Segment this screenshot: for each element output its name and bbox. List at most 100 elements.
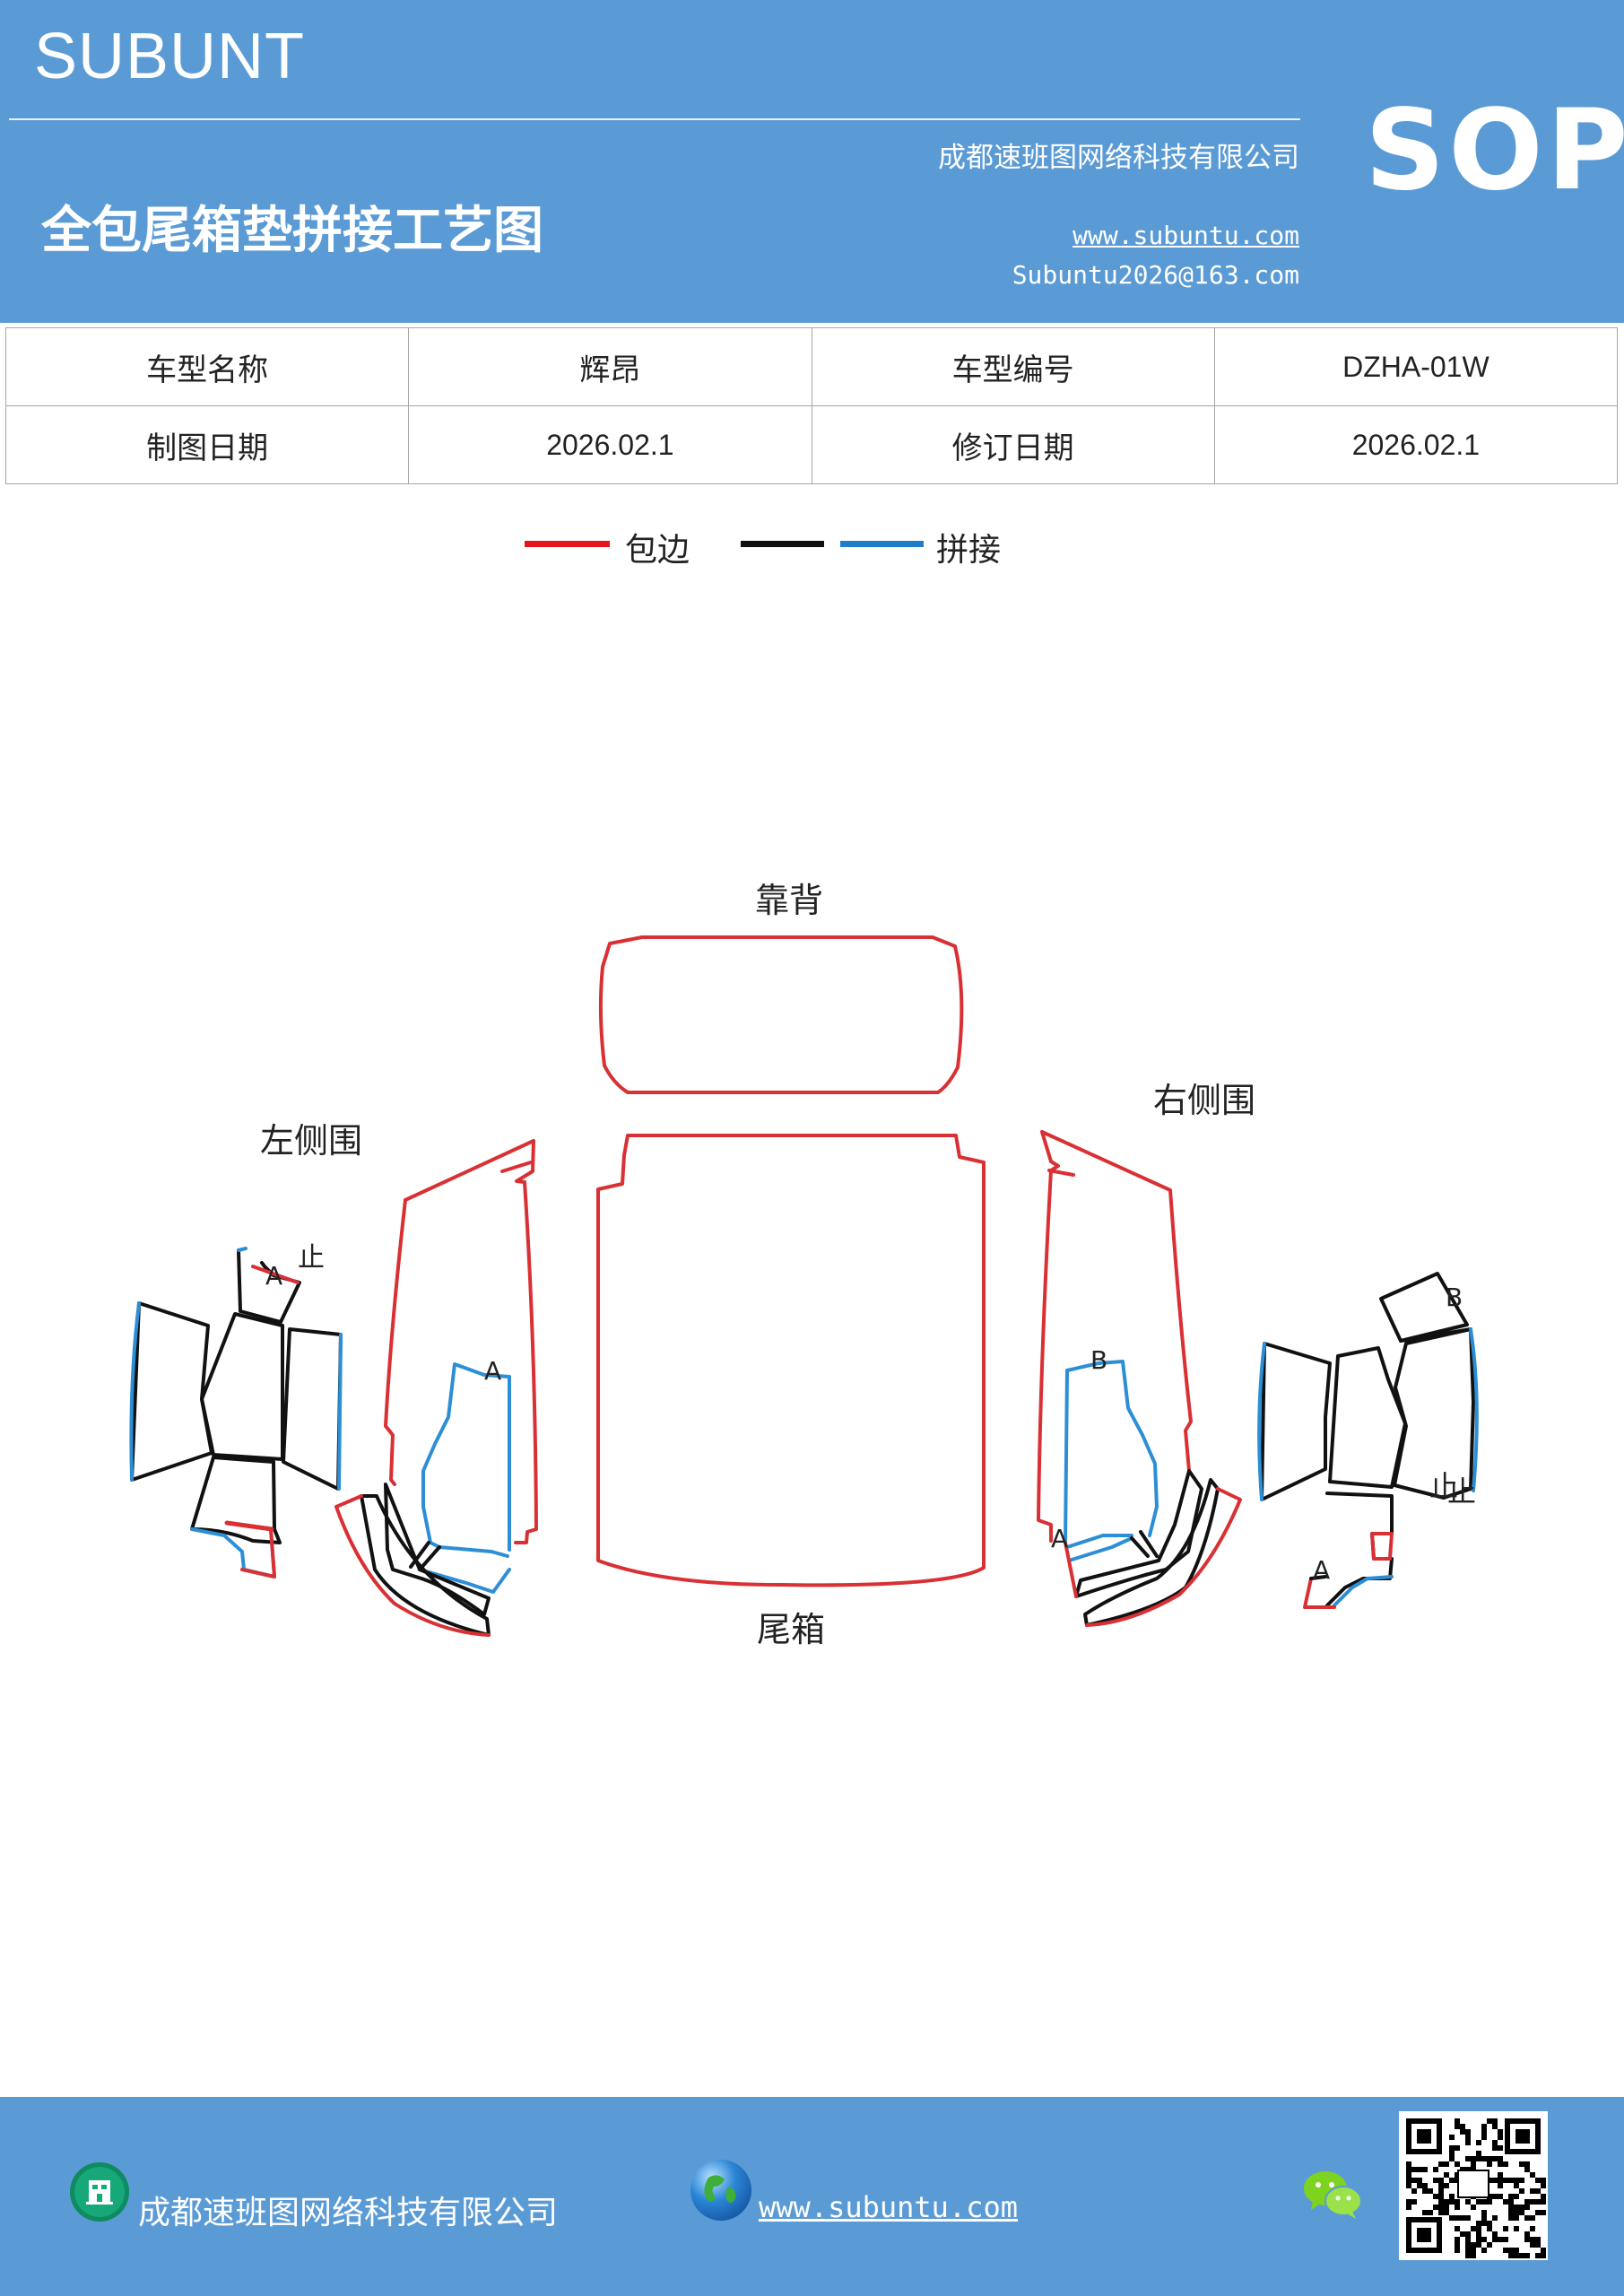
right-edge-wrap [1085,1487,1242,1627]
qr-module [1433,2194,1438,2199]
qr-module [1444,2199,1449,2205]
qr-module [1524,2199,1530,2205]
mark-a: A [1051,1524,1068,1553]
model-code-label: 车型编号 [811,327,1215,406]
qr-module [1498,2145,1503,2151]
left-edge-wrap [334,1494,491,1637]
qr-module [1508,2205,1514,2210]
qr-module [1455,2242,1460,2248]
qr-module [1492,2237,1498,2242]
qr-module [1476,2221,1481,2226]
qr-module [1541,2210,1546,2215]
qr-module [1438,2161,1444,2167]
qr-module [1455,2145,1460,2151]
mark-stop: 止 [298,1242,325,1274]
qr-module [1492,2140,1498,2145]
qr-module [1455,2118,1460,2124]
legend-seam-label: 拼接 [936,532,1002,569]
qr-module [1503,2199,1508,2205]
brand-name: SUBUNT [34,21,306,92]
vehicle-info-table: 车型名称 辉昂 车型编号 DZHA-01W 制图日期 2026.02.1 修订日… [4,327,1619,484]
qr-module [1498,2178,1503,2183]
qr-module [1492,2124,1498,2129]
qr-module [1476,2231,1481,2237]
qr-module [1444,2183,1449,2188]
left-piece-left [130,1301,213,1482]
left-side-wall [404,1139,538,1544]
qr-module [1503,2237,1508,2242]
qr-module [1487,2226,1492,2231]
qr-module [1460,2215,1465,2221]
document-title: 全包尾箱垫拼接工艺图 [41,202,543,260]
qr-module [1438,2188,1444,2194]
qr-module [1514,2253,1519,2258]
qr-module [1498,2172,1503,2178]
qr-module [1519,2161,1524,2167]
qr-module [1535,2253,1541,2258]
trunk-label: 尾箱 [757,1610,825,1649]
mark-a: A [484,1356,501,1386]
mark-b: B [1446,1283,1463,1312]
qr-module [1422,2188,1428,2194]
table-row: 车型名称 辉昂 车型编号 DZHA-01W [4,327,1619,406]
wechat-icon[interactable] [1302,2167,1365,2221]
qr-module [1503,2178,1508,2183]
qr-module [1422,2183,1428,2188]
qr-module [1471,2226,1476,2231]
qr-module [1530,2172,1535,2178]
qr-module [1476,2140,1481,2145]
qr-module [1492,2178,1498,2183]
backrest-label: 靠背 [755,881,823,920]
backrest-panel [598,935,964,1094]
qr-module [1465,2156,1471,2161]
qr-module [1541,2178,1546,2183]
qr-module [1541,2199,1546,2205]
qr-module [1481,2221,1487,2226]
footer-website-link[interactable]: www.subuntu.com [759,2190,1018,2224]
qr-module [1487,2118,1492,2124]
mark-stop: 止 [1429,1469,1458,1503]
qr-module [1514,2248,1519,2253]
legend-seam-black-swatch [741,541,824,547]
qr-module [1508,2210,1514,2215]
table-row: 制图日期 2026.02.1 修订日期 2026.02.1 [4,405,1619,484]
qr-module [1481,2248,1487,2253]
qr-module [1422,2210,1428,2215]
qr-module [1524,2231,1530,2237]
qr-module [1481,2156,1487,2161]
qr-module [1438,2194,1444,2199]
qr-module [1519,2210,1524,2215]
globe-icon [690,2160,751,2221]
qr-module [1487,2156,1492,2161]
qr-module [1460,2231,1465,2237]
right-seam-black [1074,1469,1203,1598]
qr-module [1411,2199,1417,2205]
qr-module [1411,2188,1417,2194]
qr-module [1508,2253,1514,2258]
right-piece-bottom [1325,1492,1394,1607]
draw-date-label: 制图日期 [4,405,410,484]
qr-module [1508,2215,1514,2221]
qr-module [1449,2145,1455,2151]
left-seam-black [384,1483,491,1616]
model-code-value: DZHA-01W [1213,327,1619,406]
qr-module [1514,2183,1519,2188]
qr-code [1399,2111,1548,2260]
left-side-label: 左侧围 [260,1121,362,1161]
qr-module [1492,2215,1498,2221]
qr-module [1476,2151,1481,2156]
qr-module [1417,2178,1422,2183]
qr-module [1465,2135,1471,2140]
revision-date-value: 2026.02.1 [1213,405,1619,484]
website-link[interactable]: www.subuntu.com [1073,221,1299,250]
qr-module [1498,2237,1503,2242]
qr-module [1455,2199,1460,2205]
qr-module [1433,2167,1438,2172]
qr-module [1449,2199,1455,2205]
header-banner: SUBUNT 成都速班图网络科技有限公司 全包尾箱垫拼接工艺图 www.subu… [0,0,1624,323]
qr-module [1433,2205,1438,2210]
qr-module [1535,2188,1541,2194]
qr-module [1530,2215,1535,2221]
qr-module [1444,2210,1449,2215]
qr-module [1530,2226,1535,2231]
